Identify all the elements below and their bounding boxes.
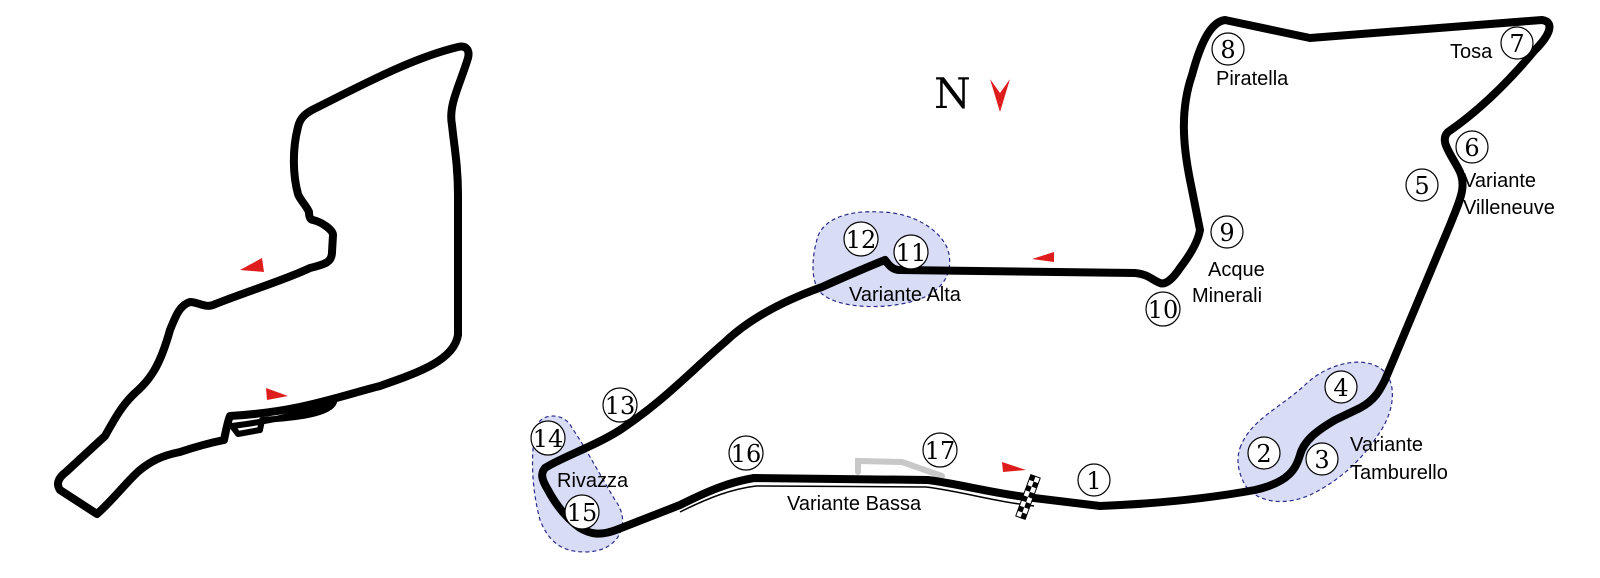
svg-text:12: 12 <box>846 226 877 254</box>
turn-marker-13: 13 <box>602 387 638 423</box>
svg-text:15: 15 <box>567 499 598 527</box>
turn-marker-12: 12 <box>843 221 879 257</box>
start-finish-line <box>1015 473 1041 521</box>
label-tosa: Tosa <box>1450 41 1493 63</box>
svg-text:6: 6 <box>1464 134 1479 162</box>
turn-marker-1: 1 <box>1077 463 1111 497</box>
svg-text:9: 9 <box>1219 219 1234 247</box>
label-piratella: Piratella <box>1216 68 1289 90</box>
svg-text:2: 2 <box>1256 440 1271 468</box>
label-acque-minerali-line1: Acque <box>1208 259 1265 281</box>
svg-text:5: 5 <box>1414 172 1429 200</box>
label-acque-minerali-line2: Minerali <box>1192 285 1262 307</box>
turn-marker-4: 4 <box>1324 370 1358 404</box>
svg-text:8: 8 <box>1220 36 1235 64</box>
svg-text:14: 14 <box>533 425 564 453</box>
turn-marker-17: 17 <box>922 432 958 468</box>
label-rivazza: Rivazza <box>557 470 629 492</box>
turn-marker-3: 3 <box>1305 442 1339 476</box>
svg-text:1: 1 <box>1086 467 1101 495</box>
turn-marker-11: 11 <box>893 234 929 270</box>
turn-marker-7: 7 <box>1500 26 1534 60</box>
svg-text:11: 11 <box>896 239 927 267</box>
label-variante-bassa: Variante Bassa <box>787 493 922 515</box>
direction-arrow-straight <box>1032 252 1054 262</box>
old-layout-chicane <box>229 399 337 437</box>
bassa-inner-line <box>679 485 1035 513</box>
old-layout-direction-arrow-upper <box>240 258 264 272</box>
label-variante-villeneuve-line2: Villeneuve <box>1463 197 1555 219</box>
turn-marker-15: 15 <box>564 494 600 530</box>
svg-text:4: 4 <box>1333 374 1348 402</box>
turn-marker-5: 5 <box>1405 168 1439 202</box>
turn-marker-2: 2 <box>1247 436 1281 470</box>
label-variante-villeneuve-line1: Variante <box>1463 170 1536 192</box>
turn-marker-9: 9 <box>1210 215 1244 249</box>
direction-arrow-start <box>1002 462 1026 472</box>
label-variante-alta: Variante Alta <box>849 284 962 306</box>
label-variante-tamburello-line1: Variante <box>1350 434 1423 456</box>
svg-text:7: 7 <box>1509 30 1524 58</box>
label-variante-tamburello-line2: Tamburello <box>1350 462 1448 484</box>
svg-text:17: 17 <box>925 437 956 465</box>
old-layout-track <box>54 42 473 518</box>
turn-marker-16: 16 <box>728 435 764 471</box>
turn-marker-14: 14 <box>530 420 566 456</box>
turn-marker-10: 10 <box>1145 291 1181 327</box>
svg-text:3: 3 <box>1314 446 1329 474</box>
svg-text:13: 13 <box>605 392 636 420</box>
main-circuit-map: N 1 2 3 4 5 6 7 <box>530 16 1555 553</box>
turn-marker-8: 8 <box>1211 32 1245 66</box>
old-bassa-layout-line <box>855 457 945 479</box>
north-indicator-letter: N <box>934 69 971 118</box>
svg-text:16: 16 <box>731 440 762 468</box>
turn-marker-6: 6 <box>1455 130 1489 164</box>
old-layout-direction-arrow-lower <box>266 388 288 400</box>
svg-text:10: 10 <box>1148 296 1179 324</box>
main-track <box>538 16 1554 538</box>
north-arrow-icon <box>990 79 1010 112</box>
old-layout-map <box>54 42 473 518</box>
